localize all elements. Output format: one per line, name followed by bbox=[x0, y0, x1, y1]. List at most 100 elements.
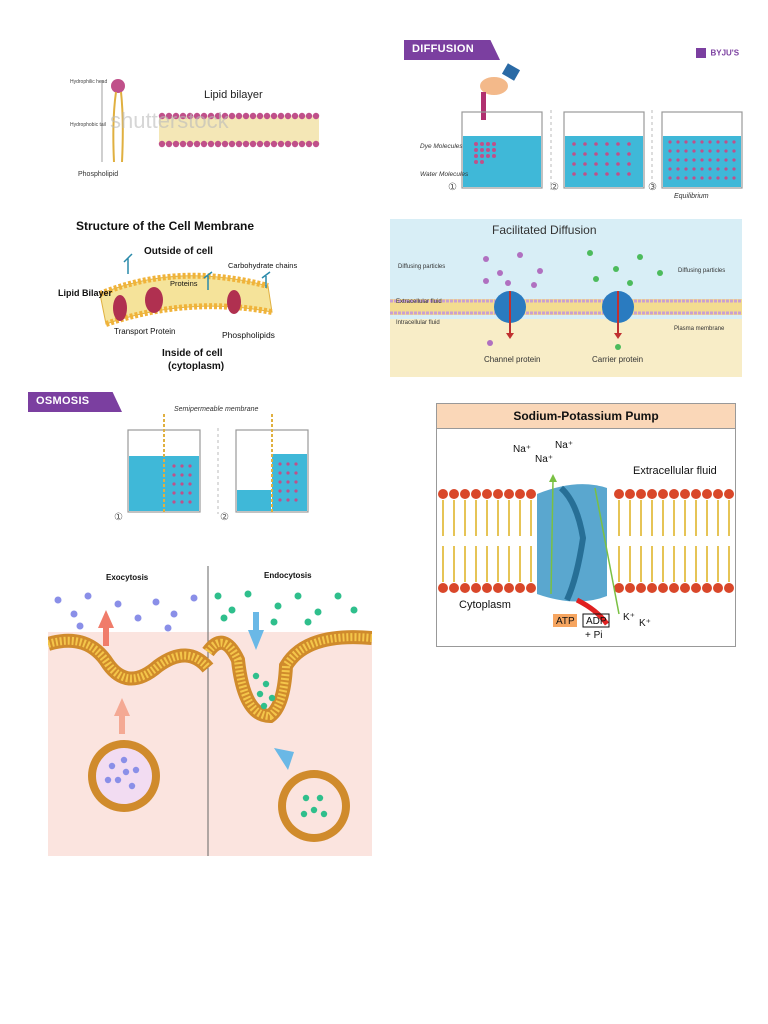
molecule-dot bbox=[724, 140, 728, 144]
molecule-dot bbox=[263, 112, 271, 120]
pump-svg: Na⁺ Na⁺ Na⁺ Extracellular fluid Cytoplas… bbox=[438, 440, 734, 641]
molecule-dot bbox=[480, 142, 484, 146]
step-1-label: ① bbox=[448, 182, 457, 193]
molecule-dot bbox=[669, 583, 679, 593]
cytoplasm-label: Cytoplasm bbox=[459, 599, 511, 611]
molecule-dot bbox=[180, 491, 184, 495]
molecule-dot bbox=[193, 140, 201, 148]
molecule-dot bbox=[114, 600, 122, 608]
molecule-dot bbox=[249, 112, 257, 120]
molecule-dot bbox=[312, 140, 320, 148]
molecule-dot bbox=[702, 583, 712, 593]
molecule-dot bbox=[486, 148, 490, 152]
channel-protein-label: Channel protein bbox=[484, 355, 540, 364]
molecule-dot bbox=[207, 140, 215, 148]
molecule-dot bbox=[172, 140, 180, 148]
molecule-dot bbox=[274, 602, 282, 610]
molecule-dot bbox=[594, 172, 598, 176]
molecule-dot bbox=[270, 112, 278, 120]
molecule-dot bbox=[700, 167, 704, 171]
molecule-dot bbox=[474, 154, 478, 158]
molecule-dot bbox=[504, 583, 514, 593]
up-arrow-icon bbox=[114, 698, 130, 734]
molecule-dot bbox=[724, 583, 734, 593]
molecule-dot bbox=[228, 140, 236, 148]
molecule-dot bbox=[294, 462, 298, 466]
up-arrow-icon bbox=[98, 610, 114, 646]
molecule-dot bbox=[676, 176, 680, 180]
molecule-dot bbox=[625, 583, 635, 593]
molecule-dot bbox=[320, 810, 328, 818]
molecule-dot bbox=[165, 112, 173, 120]
molecule-dot bbox=[108, 762, 116, 770]
molecule-dot bbox=[449, 489, 459, 499]
molecule-dot bbox=[180, 500, 184, 504]
plasma-membrane-label: Plasma membrane bbox=[674, 326, 725, 332]
molecule-dot bbox=[572, 152, 576, 156]
molecule-dot bbox=[228, 606, 236, 614]
molecule-dot bbox=[616, 172, 620, 176]
molecule-dot bbox=[692, 158, 696, 162]
molecule-dot bbox=[235, 140, 243, 148]
molecule-dot bbox=[583, 162, 587, 166]
molecule-dot bbox=[627, 152, 631, 156]
molecule-dot bbox=[186, 140, 194, 148]
atp-label: ATP bbox=[556, 616, 575, 627]
molecule-dot bbox=[54, 596, 62, 604]
molecule-dot bbox=[700, 158, 704, 162]
molecule-dot bbox=[493, 583, 503, 593]
molecule-dot bbox=[583, 172, 587, 176]
molecule-dot bbox=[188, 500, 192, 504]
molecule-dot bbox=[724, 167, 728, 171]
molecule-dot bbox=[214, 592, 222, 600]
molecule-dot bbox=[636, 489, 646, 499]
sodium-potassium-pump-figure: Sodium-Potassium Pump Na⁺ Na⁺ Na⁺ Extrac… bbox=[436, 403, 736, 647]
molecule-dot bbox=[492, 154, 496, 158]
molecule-dot bbox=[572, 172, 576, 176]
protein-icon bbox=[145, 287, 163, 313]
exocytosis-label: Exocytosis bbox=[106, 573, 149, 582]
molecule-dot bbox=[486, 154, 490, 158]
dropper-icon bbox=[480, 63, 521, 120]
molecule-dot bbox=[658, 583, 668, 593]
equilibrium-label: Equilibrium bbox=[674, 193, 709, 200]
molecule-dot bbox=[256, 140, 264, 148]
molecule-dot bbox=[164, 624, 172, 632]
atp-box bbox=[553, 614, 577, 627]
molecule-dot bbox=[179, 140, 187, 148]
molecule-dot bbox=[676, 140, 680, 144]
molecule-dot bbox=[252, 672, 260, 680]
diffusing-particles-left-label: Diffusing particles bbox=[398, 264, 445, 270]
molecule-dot bbox=[235, 112, 243, 120]
molecule-dot bbox=[708, 167, 712, 171]
molecule-dot bbox=[658, 489, 668, 499]
molecule-dot bbox=[207, 112, 215, 120]
phospholipids-label: Phospholipids bbox=[222, 330, 275, 340]
pump-title: Sodium-Potassium Pump bbox=[513, 409, 659, 423]
molecule-dot bbox=[708, 176, 712, 180]
molecule-dot bbox=[637, 254, 643, 260]
molecule-dot bbox=[716, 176, 720, 180]
cytoplasm-label: (cytoplasm) bbox=[168, 361, 224, 372]
cytosis-figure: Exocytosis Endocytosis bbox=[48, 566, 372, 856]
molecule-dot bbox=[614, 583, 624, 593]
molecule-dot bbox=[625, 489, 635, 499]
molecule-dot bbox=[278, 498, 282, 502]
molecule-dot bbox=[460, 489, 470, 499]
molecule-dot bbox=[294, 480, 298, 484]
molecule-dot bbox=[104, 776, 112, 784]
molecule-dot bbox=[716, 140, 720, 144]
molecule-dot bbox=[492, 142, 496, 146]
molecule-dot bbox=[647, 583, 657, 593]
molecule-dot bbox=[724, 149, 728, 153]
molecule-dot bbox=[517, 252, 523, 258]
molecule-dot bbox=[188, 482, 192, 486]
molecule-dot bbox=[616, 142, 620, 146]
molecule-dot bbox=[294, 592, 302, 600]
molecule-dot bbox=[487, 340, 493, 346]
molecule-dot bbox=[305, 112, 313, 120]
molecule-dot bbox=[572, 142, 576, 146]
molecule-dot bbox=[76, 622, 84, 630]
molecule-dot bbox=[700, 176, 704, 180]
hydrophilic-head-label: Hydrophilic head bbox=[70, 79, 107, 85]
